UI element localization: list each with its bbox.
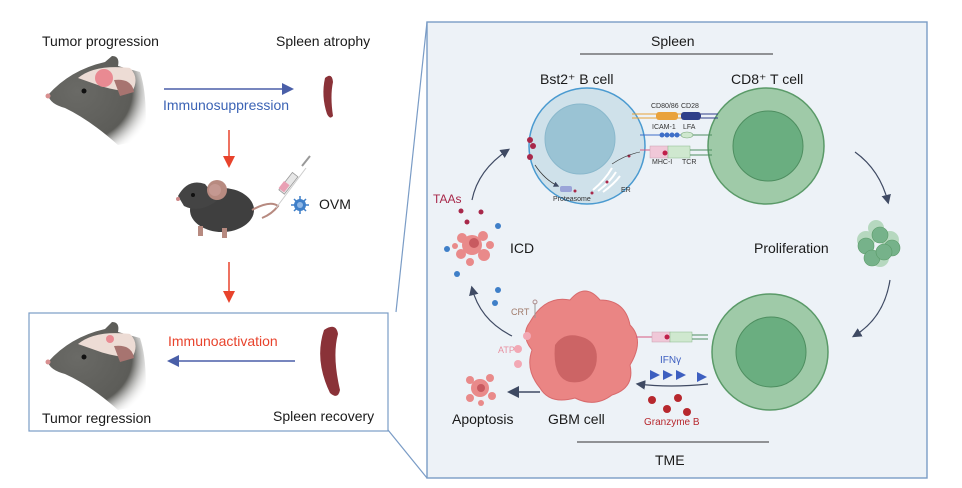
b-cell xyxy=(527,87,646,205)
cd8-t-cell xyxy=(707,87,825,205)
receptor-mhc-tcr xyxy=(640,145,712,159)
icd-label: ICD xyxy=(510,240,535,256)
mouse-head-regression-icon xyxy=(45,322,146,410)
proliferation-cluster-icon xyxy=(857,220,901,267)
lfa-label: LFA xyxy=(683,124,696,131)
gbm-cell-label: GBM cell xyxy=(548,411,605,427)
ovm-label: OVM xyxy=(319,196,351,212)
arrow-tcell-to-gbm xyxy=(635,380,709,390)
proliferation-label: Proliferation xyxy=(754,240,829,256)
mhc1-label: MHC-I xyxy=(652,159,673,166)
proteasome-label: Proteasome xyxy=(553,196,591,203)
icam1-label: ICAM-1 xyxy=(652,124,676,131)
cd8-t-cell-tme xyxy=(711,293,829,411)
spleen-recovery-label: Spleen recovery xyxy=(273,408,375,424)
receptor-icam-lfa xyxy=(640,131,712,139)
zoom-connector-lines xyxy=(387,21,428,479)
arrow-gbm-to-icd xyxy=(469,285,513,337)
granzyme-b-label: Granzyme B xyxy=(644,417,700,428)
t-cell-label: CD8⁺ T cell xyxy=(731,71,804,87)
virus-ovm-icon xyxy=(291,196,309,214)
syringe-icon xyxy=(275,155,311,209)
tcr-label: TCR xyxy=(682,159,697,166)
gbm-cell xyxy=(514,290,638,403)
b-cell-label: Bst2⁺ B cell xyxy=(540,71,614,87)
icd-debris-icon xyxy=(452,231,494,266)
taa-particles xyxy=(458,208,484,225)
mouse-head-tumor-icon xyxy=(45,56,146,145)
er-label: ER xyxy=(621,187,631,194)
spleen-recovery-icon xyxy=(320,326,340,396)
er-icon xyxy=(592,167,621,193)
ifng-particles xyxy=(650,370,707,382)
atp-label: ATP xyxy=(498,345,515,355)
immunoactivation-label: Immunoactivation xyxy=(168,333,278,349)
proteasome-icon xyxy=(560,186,572,192)
spleen-atrophy-icon xyxy=(323,75,333,118)
cd80-86-label: CD80/86 xyxy=(651,103,679,110)
ifng-label: IFNγ xyxy=(660,355,682,366)
immunosuppression-label: Immunosuppression xyxy=(163,97,290,113)
receptor-cd80-cd28 xyxy=(632,112,718,120)
spleen-title: Spleen xyxy=(651,33,695,49)
tumor-progression-label: Tumor progression xyxy=(42,33,159,49)
mouse-icon xyxy=(176,180,280,238)
apoptosis-debris-icon xyxy=(466,374,496,406)
spleen-atrophy-label: Spleen atrophy xyxy=(276,33,371,49)
arrow-proliferation-to-tcell xyxy=(851,279,891,338)
tme-title: TME xyxy=(655,452,685,468)
arrow-tcell-to-proliferation xyxy=(854,151,891,205)
crt-label: CRT xyxy=(511,307,530,317)
cd28-label: CD28 xyxy=(681,103,699,110)
granzyme-particles xyxy=(648,394,691,416)
mechanism-panel xyxy=(426,21,928,479)
receptor-mhc-tcr-tme xyxy=(636,331,708,343)
arrow-taas-to-bcell xyxy=(471,148,510,201)
apoptosis-label: Apoptosis xyxy=(452,411,514,427)
tumor-regression-label: Tumor regression xyxy=(42,410,152,426)
taas-label: TAAs xyxy=(433,192,462,206)
